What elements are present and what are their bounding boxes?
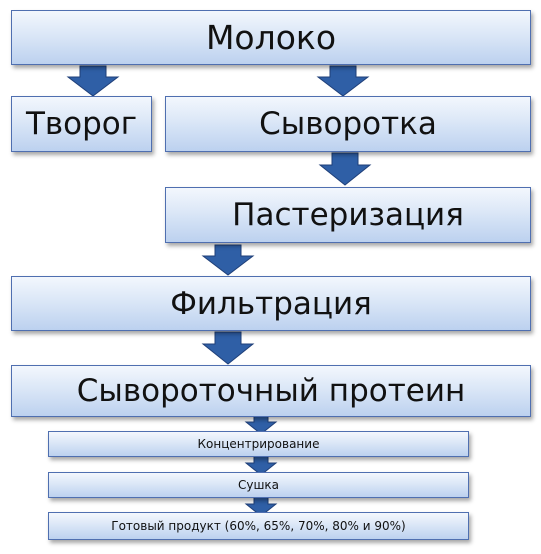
node-whey-label: Сыворотка bbox=[259, 106, 437, 142]
node-whey-protein: Сывороточный протеин bbox=[11, 365, 531, 417]
node-whey: Сыворотка bbox=[165, 96, 531, 152]
node-cottage-cheese-label: Творог bbox=[25, 106, 138, 142]
node-cottage-cheese: Творог bbox=[11, 96, 152, 152]
node-drying: Сушка bbox=[48, 472, 469, 498]
node-final-product-label: Готовый продукт (60%, 65%, 70%, 80% и 90… bbox=[111, 519, 406, 533]
node-concentration-label: Концентрирование bbox=[197, 437, 320, 451]
node-pasteurization: Пастеризация bbox=[165, 187, 531, 243]
node-whey-protein-label: Сывороточный протеин bbox=[76, 373, 466, 409]
node-milk-label: Молоко bbox=[205, 18, 337, 57]
node-milk: Молоко bbox=[11, 10, 531, 65]
node-pasteurization-label: Пастеризация bbox=[232, 197, 464, 233]
node-concentration: Концентрирование bbox=[48, 431, 469, 457]
node-drying-label: Сушка bbox=[237, 478, 280, 492]
node-filtration-label: Фильтрация bbox=[170, 285, 372, 322]
node-filtration: Фильтрация bbox=[11, 276, 531, 331]
node-final-product: Готовый продукт (60%, 65%, 70%, 80% и 90… bbox=[48, 512, 469, 540]
